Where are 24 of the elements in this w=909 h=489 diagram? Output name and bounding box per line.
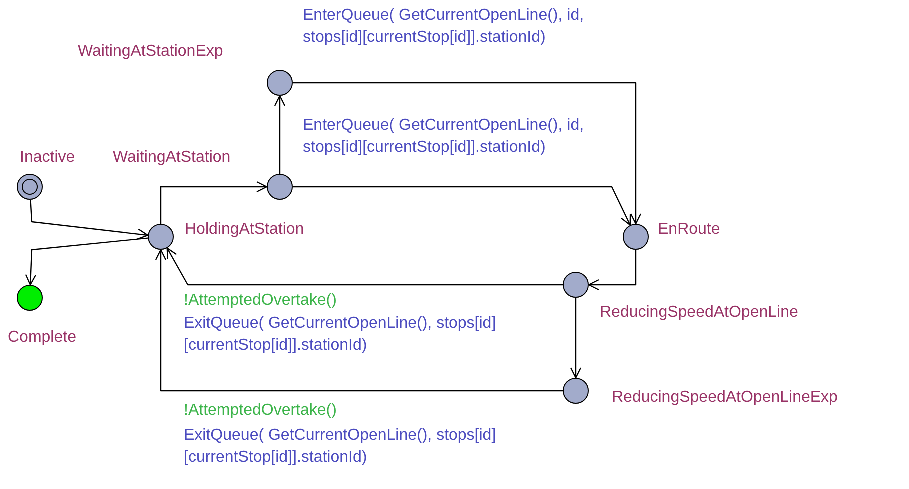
edge-label: ExitQueue( GetCurrentOpenLine(), stops[id][currentStop[id]].stationId) [184, 314, 498, 356]
edge-label: EnterQueue( GetCurrentOpenLine(), id, stops[id][currentStop[id]].stationId) [303, 116, 586, 158]
transition-arrow [30, 200, 149, 240]
transition-arrow [166, 248, 563, 286]
transition-arrow [293, 82, 642, 225]
transition-arrow [25, 238, 148, 286]
state-name: HoldingAtStation [185, 220, 304, 240]
transition-arrow [274, 95, 286, 174]
state-name: WaitingAtStationExp [78, 42, 224, 62]
edge-label: ExitQueue( GetCurrentOpenLine(), stops[id][currentStop[id]].stationId) [184, 426, 498, 468]
state-name: Inactive [20, 148, 76, 168]
state-name: ReducingSpeedAtOpenLine [600, 303, 798, 323]
state-name: EnRoute [658, 220, 720, 240]
state-name: Complete [8, 328, 76, 348]
transition-arrow [155, 249, 563, 392]
state-name: ReducingSpeedAtOpenLineExp [612, 388, 838, 408]
state-name: WaitingAtStation [113, 148, 231, 168]
edge-label: EnterQueue( GetCurrentOpenLine(), id, stops[id][currentStop[id]].stationId) [303, 6, 586, 48]
transition-arrow [588, 250, 637, 291]
transition-arrow [293, 186, 632, 226]
guard-label: !AttemptedOvertake() [184, 401, 337, 421]
guard-label: !AttemptedOvertake() [184, 291, 337, 311]
transition-arrow [570, 298, 582, 379]
transition-arrow [160, 181, 268, 224]
